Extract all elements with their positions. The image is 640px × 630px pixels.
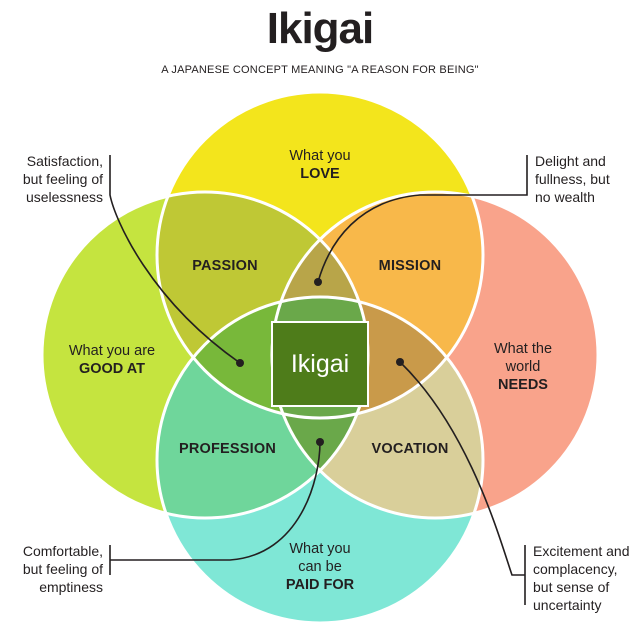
note-top-left: Satisfaction, but feeling of uselessness	[6, 152, 103, 206]
note-bottom-left-line3: emptiness	[39, 579, 103, 595]
label-love-line1: What you	[289, 148, 351, 164]
note-bottom-left-line1: Comfortable,	[22, 543, 103, 559]
label-paid-for-line3: PAID FOR	[285, 577, 355, 593]
note-top-right-line1: Delight and	[535, 153, 606, 169]
note-top-left-line3: uselessness	[25, 189, 103, 205]
zone-profession: PROFESSION	[178, 441, 277, 457]
zone-vocation: VOCATION	[371, 441, 449, 457]
dot-bottom-right	[396, 358, 404, 366]
zone-mission: MISSION	[378, 258, 442, 274]
note-bottom-right-line1: Excitement and	[533, 543, 630, 559]
note-bottom-right-line3: but sense of	[533, 579, 610, 595]
label-needs: What the world NEEDS	[478, 340, 568, 394]
label-needs-line1: What the	[493, 341, 553, 357]
leader-bottom-left	[109, 441, 321, 575]
note-top-right-line2: fullness, but	[535, 171, 610, 187]
leader-top-right	[317, 155, 528, 283]
page-subtitle: A JAPANESE CONCEPT MEANING "A REASON FOR…	[161, 64, 479, 76]
label-love-line2: LOVE	[300, 166, 340, 182]
label-paid-for: What you can be PAID FOR	[260, 540, 380, 594]
dot-bottom-left	[316, 438, 324, 446]
zone-passion: PASSION	[192, 258, 258, 274]
label-good-at-line1: What you are	[68, 343, 156, 359]
label-needs-line2: world	[505, 359, 541, 375]
leader-top-left	[109, 155, 241, 364]
note-bottom-right-line2: complacency,	[533, 561, 618, 577]
note-bottom-left: Comfortable, but feeling of emptiness	[4, 542, 103, 596]
label-good-at-line2: GOOD AT	[78, 361, 146, 377]
note-top-right: Delight and fullness, but no wealth	[535, 152, 635, 206]
label-love: What you LOVE	[260, 147, 380, 183]
dot-top-right	[314, 278, 322, 286]
leader-bottom-right	[399, 361, 526, 605]
note-bottom-right: Excitement and complacency, but sense of…	[533, 542, 638, 614]
ikigai-center: Ikigai	[271, 321, 369, 407]
label-paid-for-line2: can be	[298, 559, 342, 575]
note-top-left-line1: Satisfaction,	[26, 153, 103, 169]
label-needs-line3: NEEDS	[498, 377, 548, 393]
note-top-left-line2: but feeling of	[22, 171, 103, 187]
label-good-at: What you are GOOD AT	[52, 342, 172, 378]
note-bottom-right-line4: uncertainty	[533, 597, 602, 613]
note-bottom-left-line2: but feeling of	[22, 561, 103, 577]
note-top-right-line3: no wealth	[535, 189, 595, 205]
dot-top-left	[236, 359, 244, 367]
page-title: Ikigai	[266, 4, 375, 53]
label-paid-for-line1: What you	[289, 541, 351, 557]
